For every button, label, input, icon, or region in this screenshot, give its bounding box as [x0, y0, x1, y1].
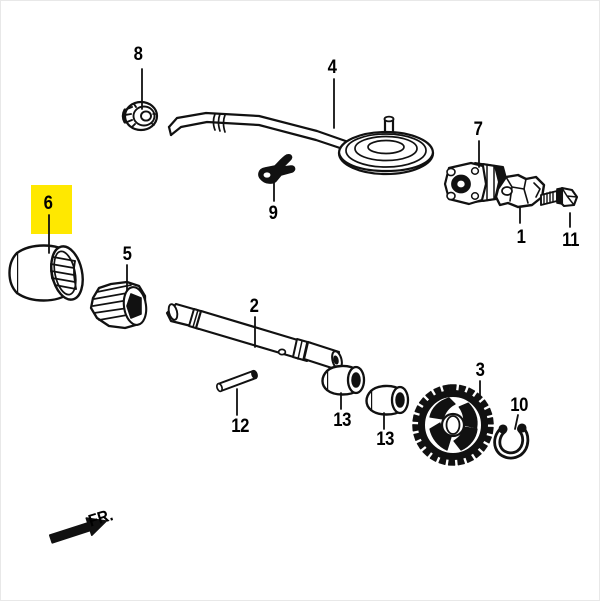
callout-1[interactable]: 1: [516, 227, 526, 248]
callout-2[interactable]: 2: [249, 296, 259, 317]
part-13-bushing-a: [321, 364, 366, 396]
callout-13-b[interactable]: 13: [376, 429, 394, 450]
callout-13-a[interactable]: 13: [333, 410, 351, 431]
part-4-strainer-disc: [337, 130, 435, 176]
part-3-balancer-driven-gear: [412, 384, 494, 466]
callout-4[interactable]: 4: [327, 57, 337, 78]
callout-8[interactable]: 8: [133, 44, 143, 65]
part-7-oil-pump-housing: [443, 161, 508, 206]
callout-11[interactable]: 11: [562, 230, 579, 251]
part-2-balancer-shaft: [165, 302, 343, 371]
part-9-oil-pipe-clip: [258, 154, 296, 184]
part-1-mounting-bracket: [494, 173, 546, 209]
callout-9[interactable]: 9: [268, 203, 278, 224]
callout-10[interactable]: 10: [510, 395, 528, 416]
callout-7[interactable]: 7: [473, 119, 483, 140]
part-10-snap-ring: [493, 423, 530, 460]
part-13-bushing-b: [365, 384, 410, 416]
callout-leader-lines: [48, 68, 571, 430]
part-11-flange-bolt: [540, 186, 579, 208]
part-8-sealing-washer: [121, 100, 159, 132]
callout-6-highlighted[interactable]: 6: [43, 193, 53, 214]
part-12-dowel-pin: [216, 369, 258, 393]
part-5-balancer-drive-gear: [89, 280, 148, 330]
callout-12[interactable]: 12: [231, 416, 249, 437]
callout-5[interactable]: 5: [122, 244, 132, 265]
front-direction-arrow: [48, 517, 107, 544]
part-6-balancer-driven-sprocket: [8, 244, 84, 302]
callout-3[interactable]: 3: [475, 360, 485, 381]
